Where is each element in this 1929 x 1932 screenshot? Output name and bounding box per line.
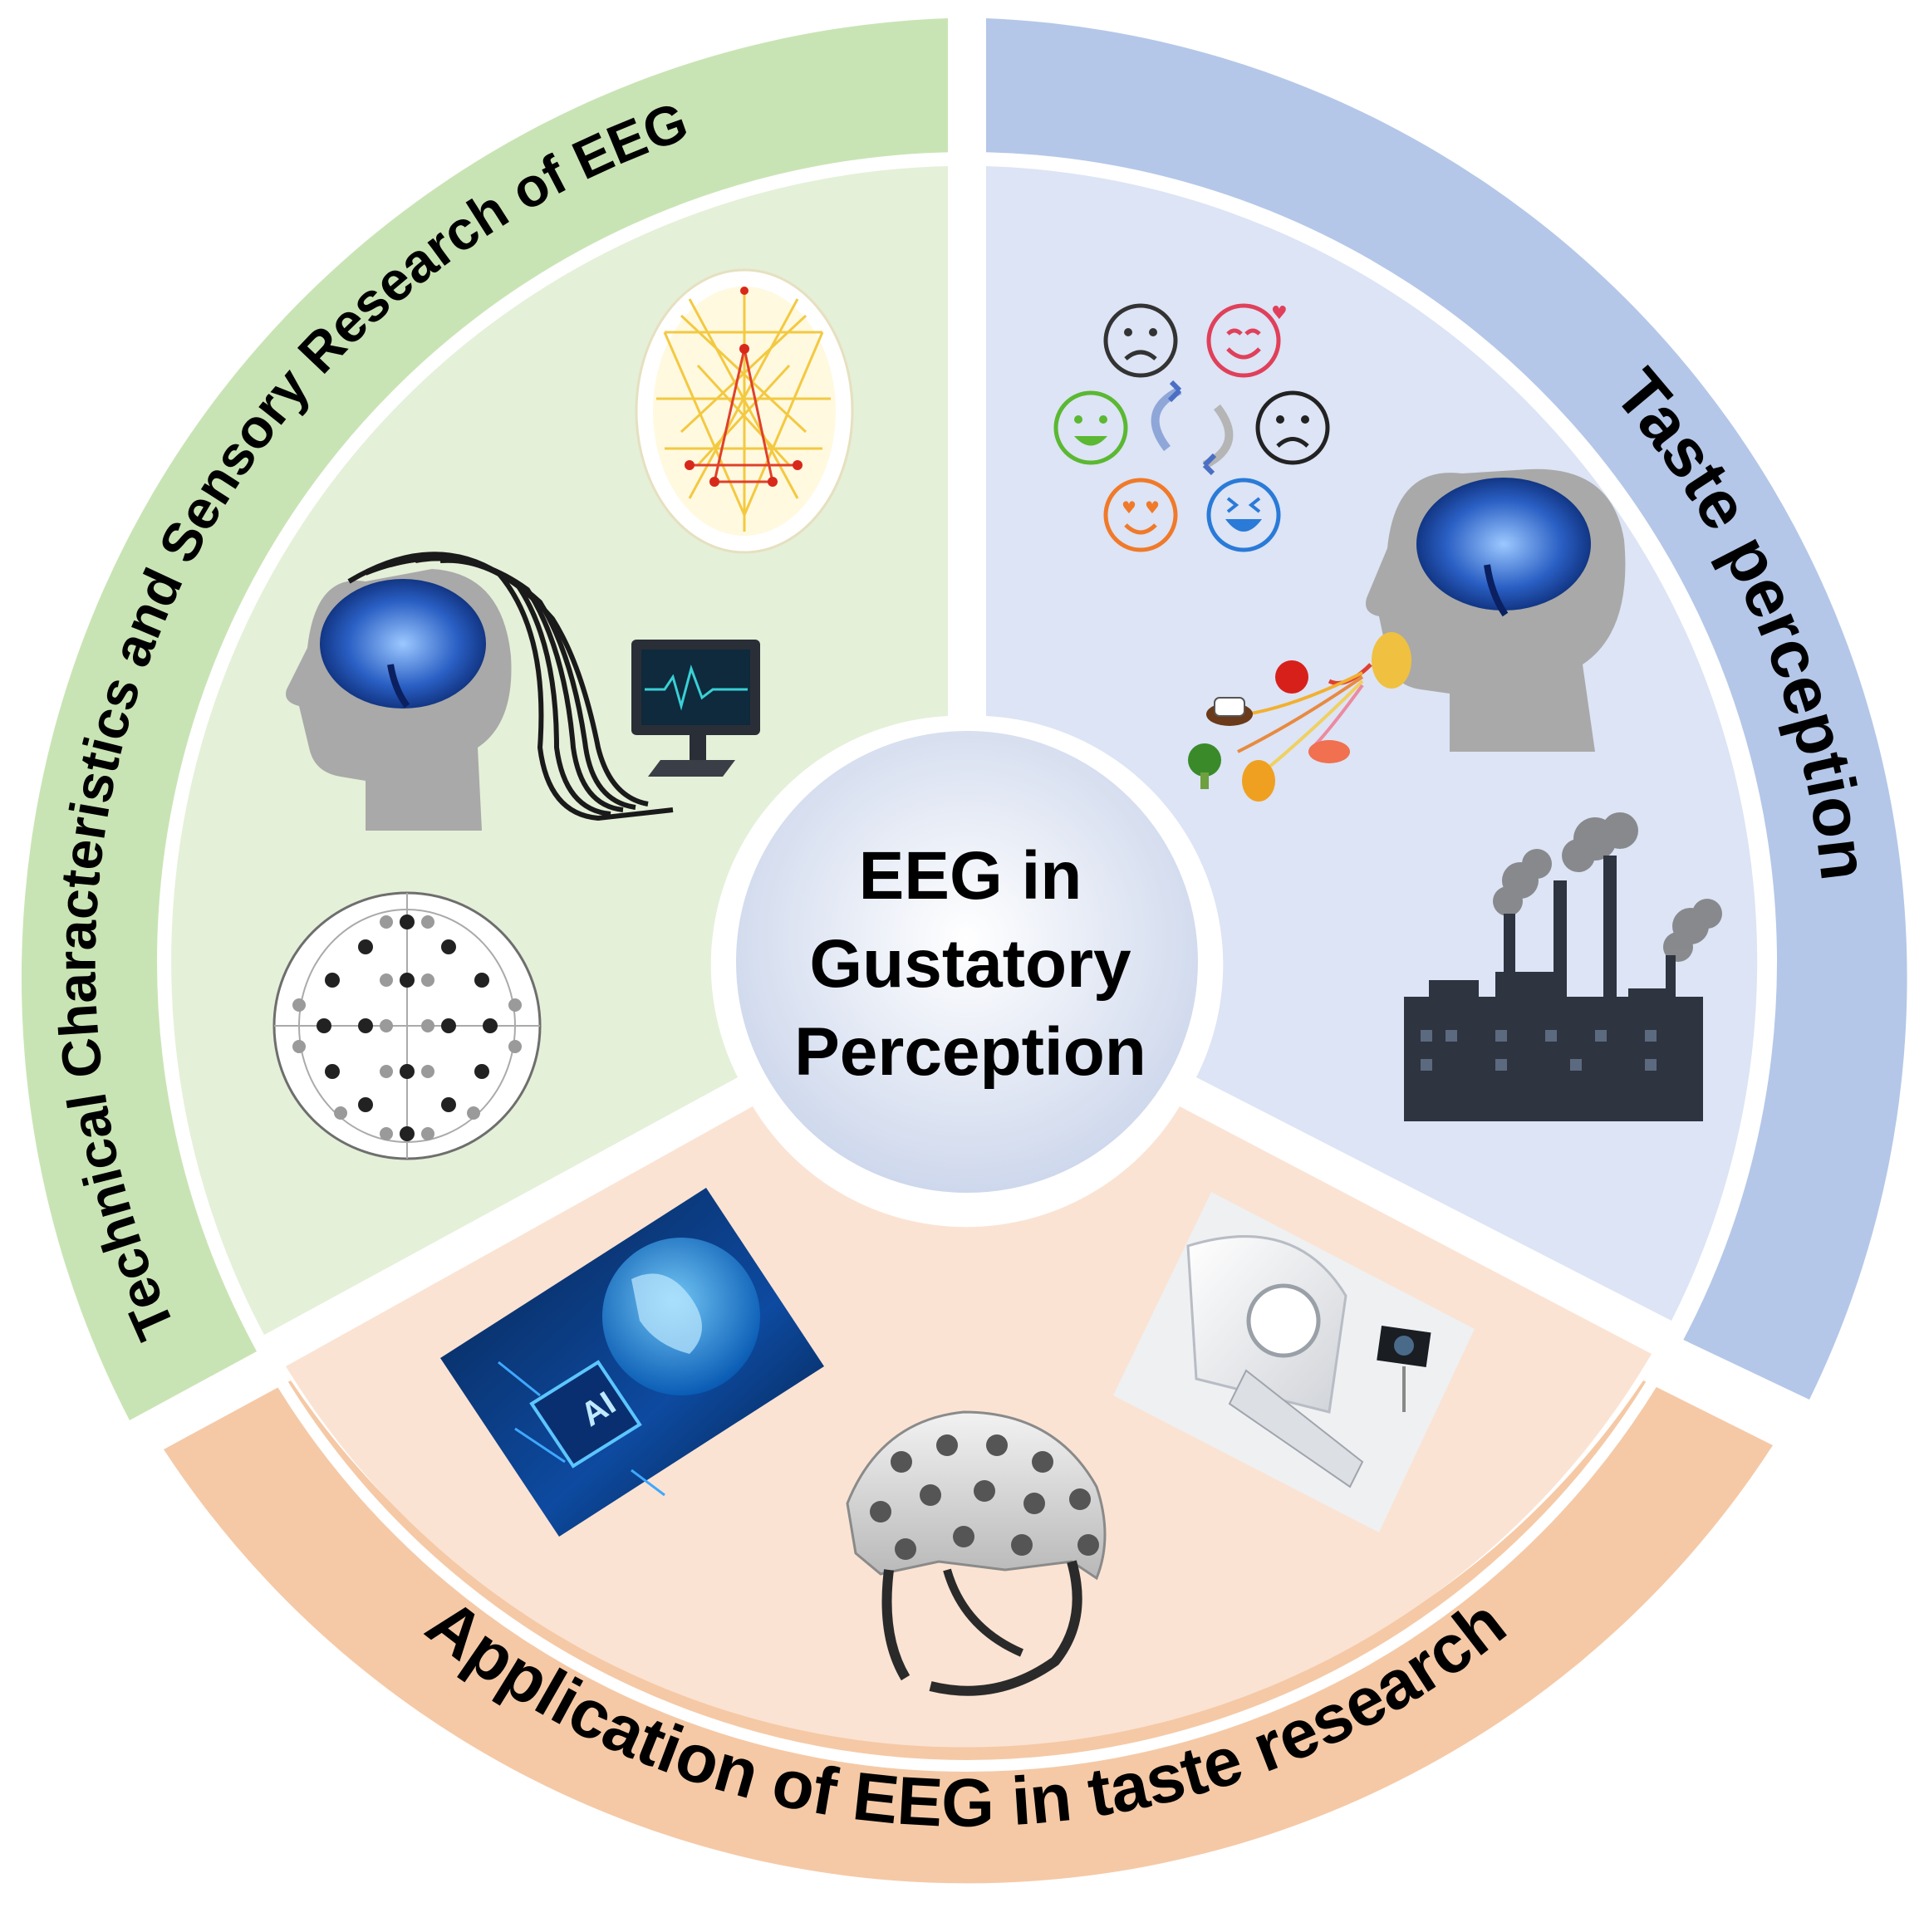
segment-outer-technical bbox=[21, 18, 949, 1420]
happy-face-green-icon bbox=[1053, 390, 1128, 465]
eeg-head-recording-icon bbox=[286, 552, 760, 831]
segment-outer-taste bbox=[986, 18, 1907, 1400]
frown-face-icon bbox=[1255, 390, 1330, 465]
eeg-helmet-icon bbox=[846, 1410, 1107, 1696]
heart-eyes-face-icon: ♥ bbox=[1206, 303, 1288, 378]
laughing-face-blue-icon bbox=[1206, 478, 1281, 552]
mri-scanner-icon bbox=[1113, 1192, 1475, 1532]
brain-network-icon bbox=[635, 268, 854, 554]
center-circle bbox=[723, 718, 1211, 1206]
taste-head-food-icon bbox=[1188, 468, 1626, 802]
heart-eyes-orange-face-icon: ♥ ♥ bbox=[1103, 478, 1178, 552]
svg-text:♥: ♥ bbox=[1122, 498, 1136, 517]
inner-ring-divider bbox=[157, 152, 1777, 1772]
center-title-line-2: Gustatory bbox=[809, 926, 1131, 1002]
electrode-cap-layout-icon bbox=[272, 891, 542, 1160]
center-title-line-1: EEG in bbox=[859, 838, 1082, 914]
svg-text:♥: ♥ bbox=[1145, 498, 1160, 517]
sad-face-icon bbox=[1103, 303, 1178, 378]
emotion-faces-cycle-icon: ♥ ♥ ♥ bbox=[1053, 303, 1330, 552]
center-title-line-3: Perception bbox=[794, 1014, 1146, 1090]
svg-text:♥: ♥ bbox=[1271, 303, 1288, 324]
ai-globe-chip-icon: AI bbox=[440, 1188, 824, 1537]
factory-icon bbox=[1404, 812, 1722, 1121]
segment-outer-application bbox=[164, 1380, 1773, 1884]
